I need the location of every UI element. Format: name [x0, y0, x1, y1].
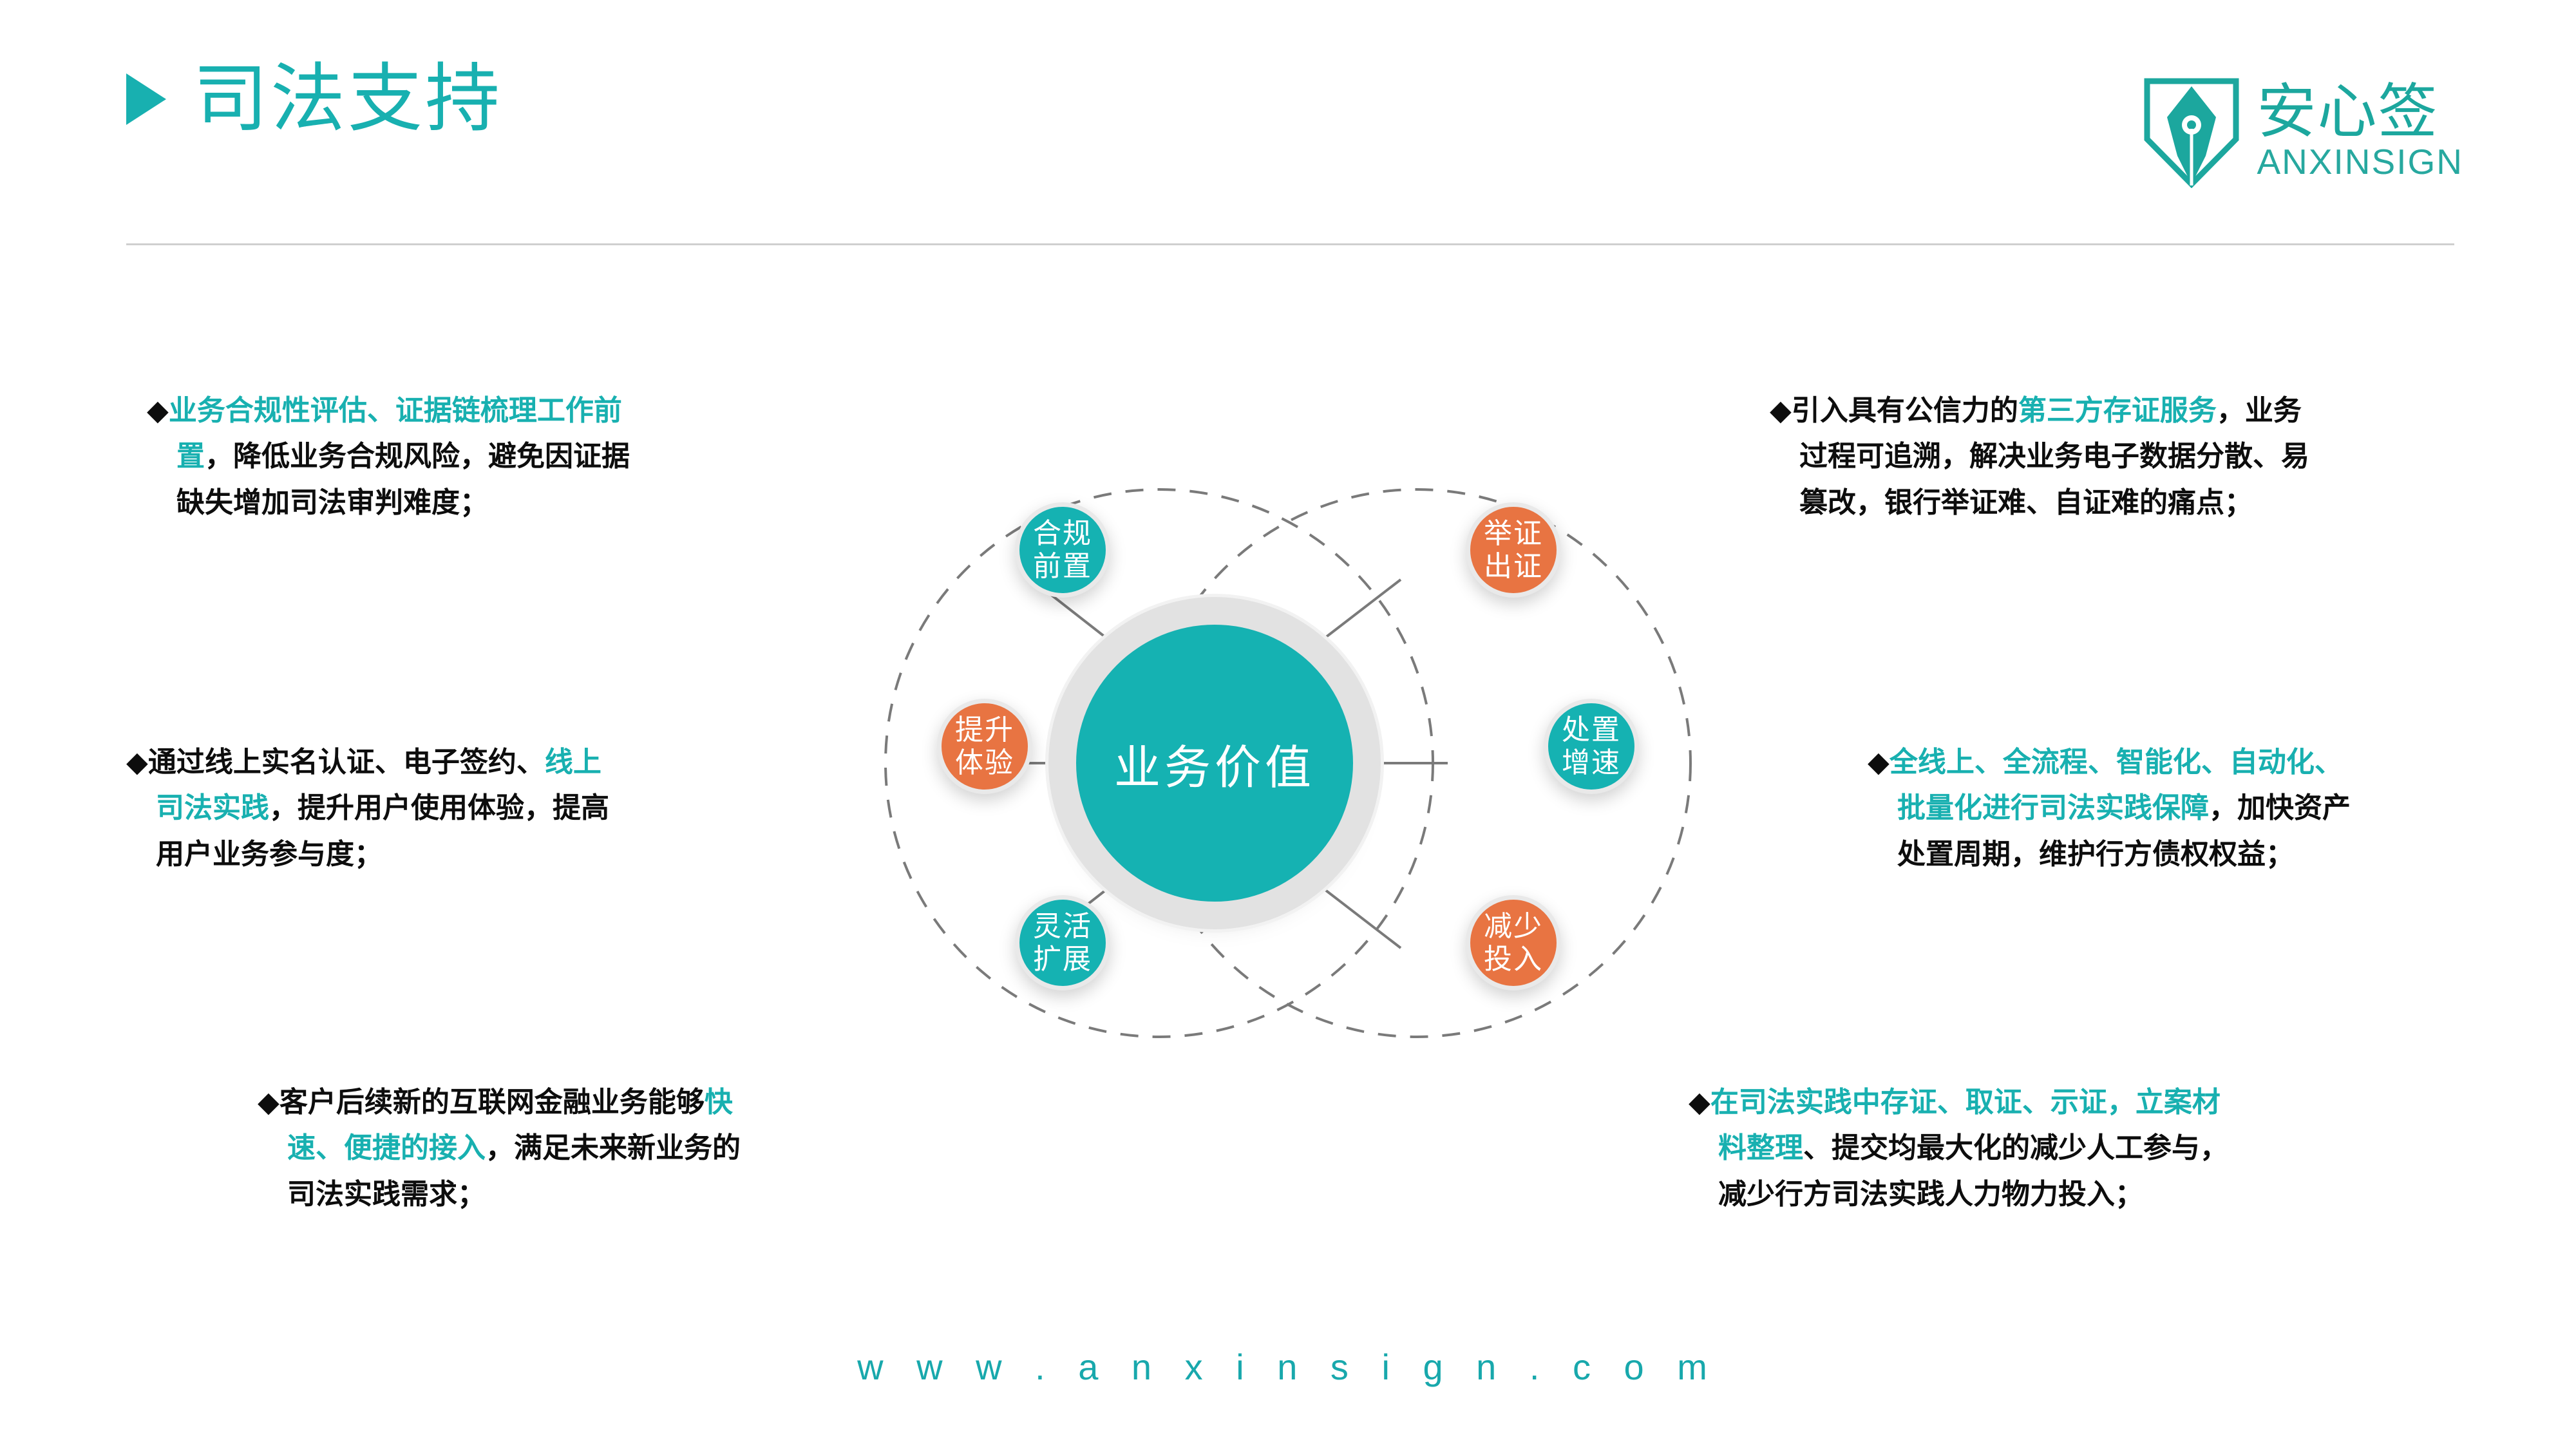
callout-3-line3: 司法实践需求； [287, 1177, 486, 1211]
callout-1-line1-highlight: 业务合规性评估、证据链梳理工作前 [168, 394, 622, 427]
logo-wordmark: 安心签 ANXINSIGN [2257, 77, 2463, 182]
callout-future-business: ◆客户后续新的互联网金融业务能够快 速、便捷的接入，满足未来新业务的 司法实践需… [258, 1079, 914, 1217]
callout-6-line3: 减少行方司法实践人力物力投入； [1718, 1177, 2143, 1211]
callout-full-online-process: ◆全线上、全流程、智能化、自动化、 批量化进行司法实践保障，加快资产 处置周期，… [1868, 739, 2524, 877]
callout-4-line1-rest: ，业务 [2216, 394, 2302, 427]
callout-1-line3: 缺失增加司法审判难度； [176, 486, 488, 519]
node-jz-line1: 举证 [1484, 516, 1543, 550]
node-hg-line2: 前置 [1033, 550, 1092, 583]
callout-2-line2-highlight: 司法实践 [156, 791, 269, 825]
callout-6-line2-highlight: 料整理 [1718, 1132, 1803, 1165]
logo-name-en: ANXINSIGN [2257, 142, 2463, 182]
callout-2-line2-rest: ，提升用户使用体验，提高 [269, 791, 609, 825]
callout-4-line2: 过程可追溯，解决业务电子数据分散、易 [1799, 440, 2309, 473]
callout-4-line3: 篡改，银行举证难、自证难的痛点； [1799, 486, 2253, 519]
callout-6-line2: 料整理、提交均最大化的减少人工参与， [1689, 1125, 2345, 1171]
callout-2-line2: 司法实践，提升用户使用体验，提高 [126, 785, 783, 831]
diagram-node-improve-experience[interactable]: 提升 体验 [937, 699, 1032, 794]
business-value-diagram: 业务价值 合规 前置 提升 体验 灵活 扩展 举证 出证 处置 增速 减少 投入 [708, 425, 1868, 1101]
callout-evidence-workflow: ◆在司法实践中存证、取证、示证，立案材 料整理、提交均最大化的减少人工参与， 减… [1689, 1079, 2345, 1217]
diagram-node-disposal-speedup[interactable]: 处置 增速 [1544, 699, 1639, 794]
page-header: 司法支持 安心签 ANXINSIGN [0, 0, 2576, 245]
header-divider [126, 243, 2454, 245]
logo-name-cn: 安心签 [2257, 77, 2439, 147]
callout-3-line1-plain: 客户后续新的互联网金融业务能够 [279, 1086, 705, 1119]
diagram-node-reduce-investment[interactable]: 减少 投入 [1466, 895, 1561, 990]
dashed-circle-right [1142, 488, 1692, 1038]
footer-url[interactable]: w w w . a n x i n s i g n . c o m [857, 1347, 1719, 1387]
node-jz-line2: 出证 [1484, 550, 1543, 583]
diamond-bullet-icon: ◆ [126, 746, 148, 779]
callout-5-line2: 批量化进行司法实践保障，加快资产 [1868, 785, 2524, 831]
callout-3-line2: 速、便捷的接入，满足未来新业务的 [258, 1125, 914, 1171]
diagram-node-evidence-production[interactable]: 举证 出证 [1466, 502, 1561, 598]
node-hg-line1: 合规 [1033, 516, 1092, 550]
callout-1-line2-highlight: 置 [176, 440, 205, 473]
callout-3-line1-highlight: 快 [704, 1086, 733, 1119]
callout-third-party-evidence: ◆引入具有公信力的第三方存证服务，业务 过程可追溯，解决业务电子数据分散、易 篡… [1770, 388, 2427, 526]
callout-2-line1-highlight: 线上 [544, 746, 601, 779]
callout-3-line2-highlight: 速、便捷的接入 [287, 1132, 486, 1165]
callout-6-line2-rest: 、提交均最大化的减少人工参与， [1803, 1132, 2228, 1165]
diagram-node-flexible-expansion[interactable]: 灵活 扩展 [1015, 895, 1110, 990]
diagram-center-label: 业务价值 [1113, 740, 1315, 795]
diamond-bullet-icon: ◆ [147, 394, 169, 427]
callout-compliance-assessment: ◆业务合规性评估、证据链梳理工作前 置，降低业务合规风险，避免因证据 缺失增加司… [147, 388, 804, 526]
callout-3-line2-rest: ，满足未来新业务的 [486, 1132, 741, 1165]
callout-5-line1-highlight: 全线上、全流程、智能化、自动化、 [1889, 746, 2343, 779]
play-triangle-icon [126, 73, 166, 125]
diamond-bullet-icon: ◆ [1689, 1086, 1710, 1119]
callout-2-line3: 用户业务参与度； [156, 837, 383, 871]
connector-top-right [1316, 578, 1402, 645]
connector-bottom-right [1316, 882, 1402, 949]
title-group: 司法支持 [126, 62, 502, 137]
callout-online-identity: ◆通过线上实名认证、电子签约、线上 司法实践，提升用户使用体验，提高 用户业务参… [126, 739, 783, 877]
diagram-node-compliance-front[interactable]: 合规 前置 [1015, 502, 1110, 598]
node-cz-line1: 处置 [1562, 713, 1621, 746]
callout-1-line2-rest: ，降低业务合规风险，避免因证据 [205, 440, 630, 473]
callout-6-line1-highlight: 在司法实践中存证、取证、示证，立案材 [1710, 1086, 2221, 1119]
brand-logo: 安心签 ANXINSIGN [2143, 77, 2463, 188]
callout-4-line1-highlight: 第三方存证服务 [2018, 394, 2217, 427]
node-js-line2: 投入 [1484, 943, 1543, 976]
callout-2-line1-plain: 通过线上实名认证、电子签约、 [147, 746, 545, 779]
diamond-bullet-icon: ◆ [1868, 746, 1889, 779]
diamond-bullet-icon: ◆ [258, 1086, 279, 1119]
callout-5-line3: 处置周期，维护行方债权权益； [1897, 837, 2294, 871]
callout-1-line2: 置，降低业务合规风险，避免因证据 [147, 433, 804, 479]
node-lh-line2: 扩展 [1033, 943, 1092, 976]
node-ts-line1: 提升 [955, 713, 1014, 746]
callout-4-line1-plain: 引入具有公信力的 [1791, 394, 2018, 427]
diagram-center-node[interactable]: 业务价值 [1076, 625, 1353, 902]
callout-5-line2-highlight: 批量化进行司法实践保障 [1897, 791, 2209, 825]
diamond-bullet-icon: ◆ [1770, 394, 1792, 427]
node-cz-line2: 增速 [1562, 746, 1621, 779]
node-ts-line2: 体验 [955, 746, 1014, 779]
callout-5-line2-rest: ，加快资产 [2209, 791, 2351, 825]
page-title: 司法支持 [193, 55, 502, 142]
node-lh-line1: 灵活 [1033, 909, 1092, 943]
node-js-line1: 减少 [1484, 909, 1543, 943]
shield-pen-nib-icon [2144, 78, 2239, 188]
